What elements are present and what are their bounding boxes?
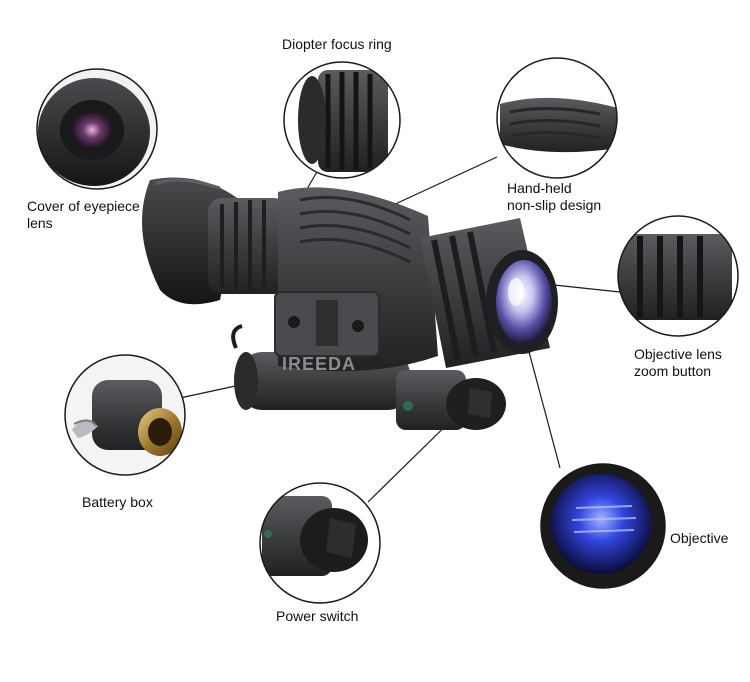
inset-diopter — [283, 61, 401, 179]
label-eyepiece-line2: lens — [27, 215, 53, 231]
label-eyepiece-cover: Cover of eyepiece lens — [27, 198, 140, 232]
label-handheld: Hand-held non-slip design — [507, 180, 601, 214]
label-objective: Objective — [670, 530, 728, 547]
label-battery-text: Battery box — [82, 494, 153, 510]
label-diopter-text: Diopter focus ring — [282, 36, 392, 52]
label-handheld-line1: Hand-held — [507, 180, 572, 196]
inset-handheld — [496, 57, 618, 179]
label-eyepiece-line1: Cover of eyepiece — [27, 198, 140, 214]
objective-tube — [420, 218, 558, 368]
label-power-text: Power switch — [276, 608, 359, 624]
inset-battery — [64, 354, 186, 476]
leader-battery — [179, 384, 241, 399]
label-battery-box: Battery box — [82, 494, 153, 511]
eyepiece-section — [208, 198, 288, 294]
label-zoom-line2: zoom button — [634, 363, 712, 379]
label-handheld-line2: non-slip design — [507, 197, 602, 213]
label-objective-text: Objective — [670, 530, 729, 546]
inset-power-switch — [259, 482, 381, 604]
label-diopter: Diopter focus ring — [282, 36, 392, 53]
inset-objective — [540, 463, 666, 589]
label-zoom-line1: Objective lens — [634, 346, 722, 362]
power-knob — [396, 370, 506, 430]
mount-plate — [274, 291, 380, 357]
label-objective-zoom: Objective lens zoom button — [634, 346, 722, 380]
night-vision-monocular: IREEDA — [142, 177, 558, 430]
label-power-switch: Power switch — [276, 608, 358, 625]
inset-eyepiece-cover — [36, 68, 158, 190]
brand-label: IREEDA — [282, 354, 356, 374]
inset-objective-zoom — [617, 215, 739, 337]
